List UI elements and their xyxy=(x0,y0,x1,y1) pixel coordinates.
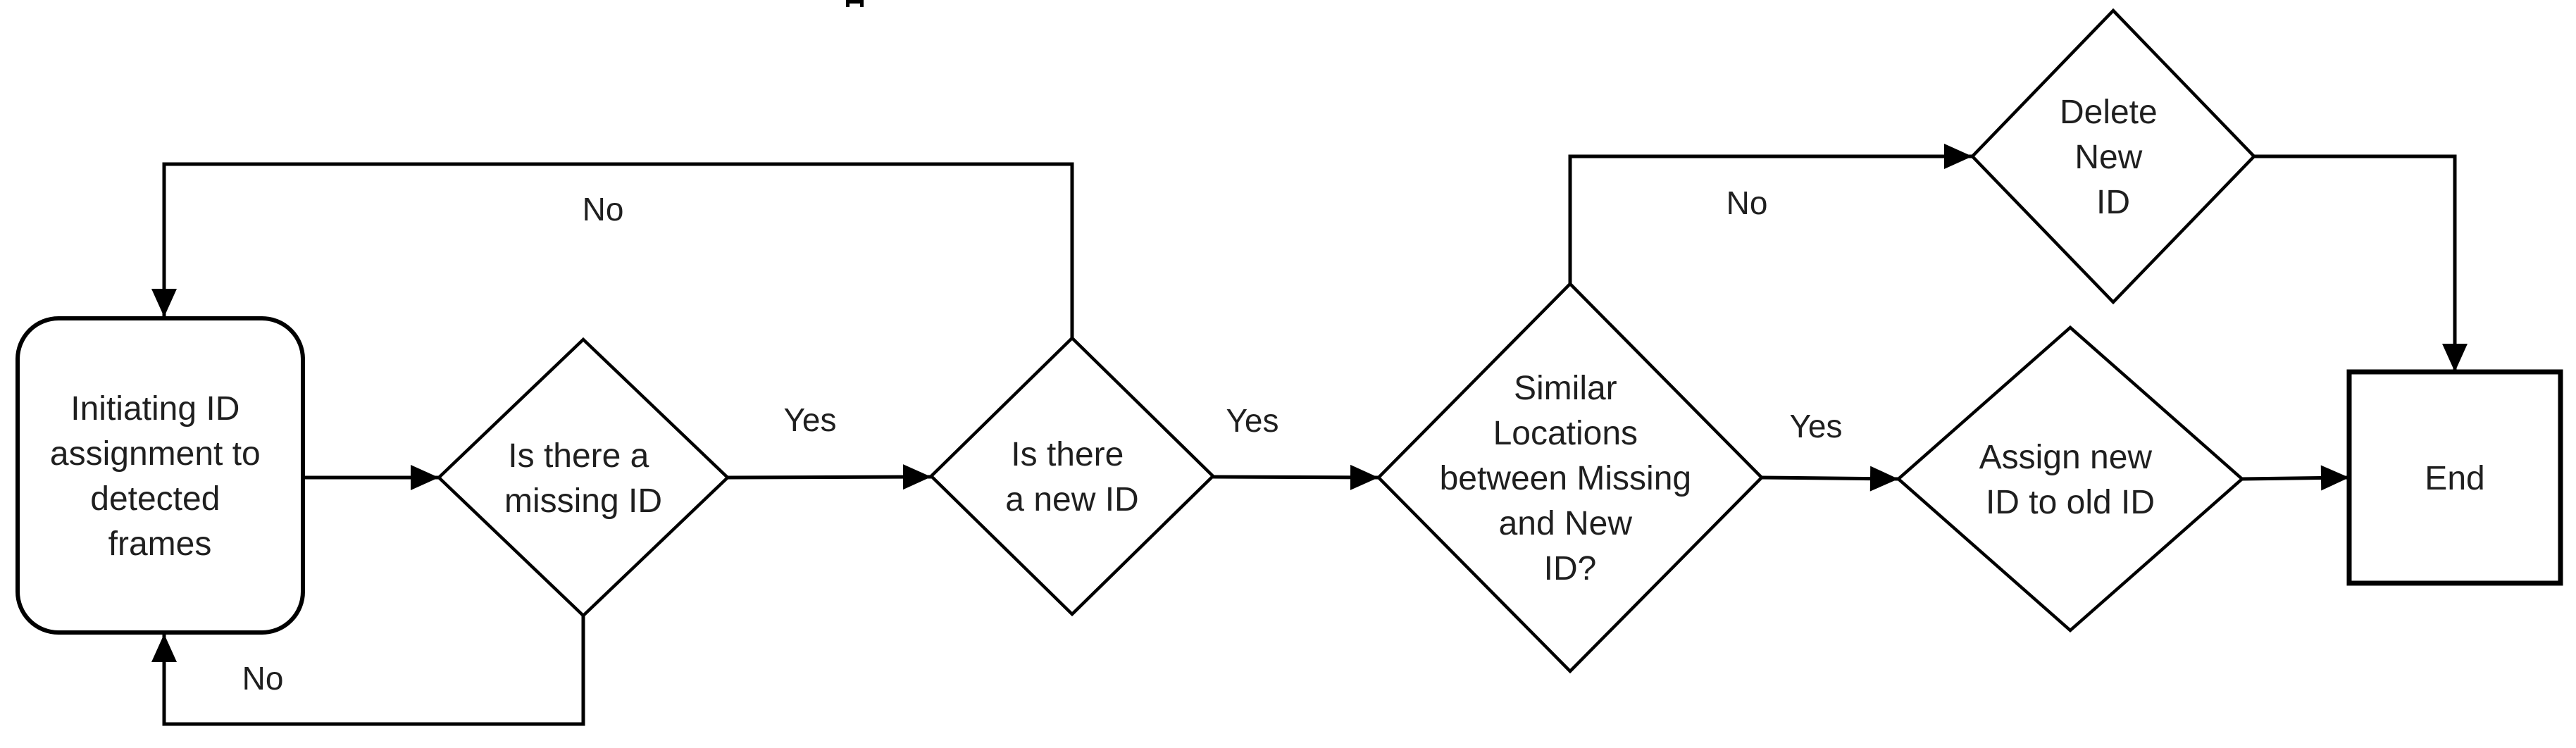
node-new-id: Is there a new ID xyxy=(928,335,1216,617)
node-missing-id-label: Is there a missing ID xyxy=(504,437,662,520)
edge-label-bottom-no: No xyxy=(242,660,284,697)
node-missing-id-shape xyxy=(436,337,730,618)
node-new-id-label: Is there a new ID xyxy=(1005,436,1138,518)
edge-label-missing-yes: Yes xyxy=(783,401,836,438)
edge-missing-id-no-loop-to-start xyxy=(151,616,585,726)
node-end-label: End xyxy=(2425,460,2484,497)
edge-missing-id-yes-to-new-id xyxy=(727,464,932,490)
node-start-label: Initiating ID assignment to detected fra… xyxy=(50,390,270,563)
node-new-id-shape xyxy=(928,335,1216,617)
node-assign-new-id-label: Assign new ID to old ID xyxy=(1979,439,2162,521)
edge-similar-no-to-delete xyxy=(1568,144,1972,284)
edge-assign-to-end xyxy=(2241,465,2350,491)
edge-new-id-yes-to-similar-locations xyxy=(1212,464,1379,490)
node-end-shape xyxy=(2346,369,2563,586)
node-missing-id: Is there a missing ID xyxy=(436,337,730,618)
edge-new-id-no-loop-to-start xyxy=(151,162,1074,338)
node-delete-new-id-shape xyxy=(1970,8,2257,305)
edge-label-similar-no: No xyxy=(1726,185,1768,221)
node-assign-new-id-shape xyxy=(1896,325,2245,632)
crop-artifact xyxy=(846,0,864,7)
node-delete-new-id: Delete New ID xyxy=(1970,8,2257,305)
edge-label-new-yes: Yes xyxy=(1226,402,1278,439)
edge-label-similar-yes: Yes xyxy=(1789,408,1842,444)
edge-delete-to-end xyxy=(2254,154,2468,372)
node-similar-locations-shape xyxy=(1376,281,1765,674)
edges xyxy=(151,144,2468,726)
node-similar-locations-label: Similar Locations between Missing and Ne… xyxy=(1440,370,1701,587)
node-end: End xyxy=(2346,369,2563,586)
node-assign-new-id: Assign new ID to old ID xyxy=(1896,325,2245,632)
node-start-shape xyxy=(15,316,305,635)
edge-similar-yes-to-assign xyxy=(1761,466,1899,492)
node-start: Initiating ID assignment to detected fra… xyxy=(15,316,305,635)
node-similar-locations: Similar Locations between Missing and Ne… xyxy=(1376,281,1765,674)
node-delete-new-id-label: Delete New ID xyxy=(2060,94,2167,221)
edge-label-top-no: No xyxy=(583,191,624,227)
